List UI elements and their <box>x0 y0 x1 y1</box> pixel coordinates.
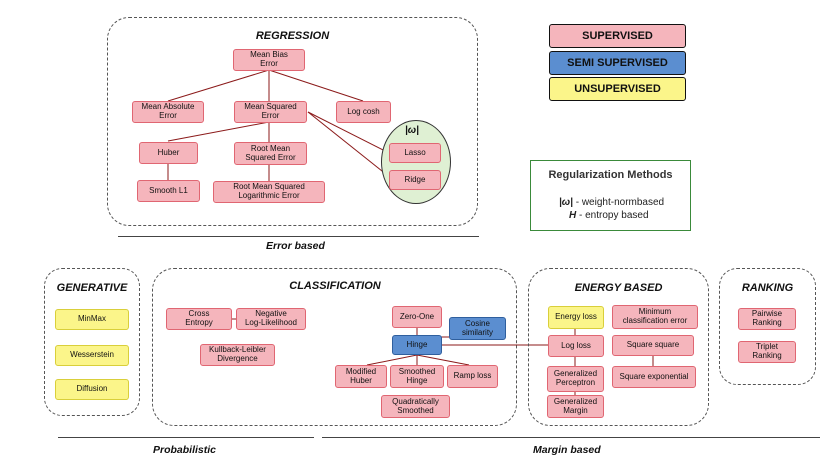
node-log-loss: Log loss <box>548 335 604 357</box>
node-pairwise-ranking: Pairwise Ranking <box>738 308 796 330</box>
node-cosine-similarity: Cosine similarity <box>449 317 506 340</box>
node-square-exponential: Square exponential <box>612 366 696 388</box>
node-ridge: Ridge <box>389 170 441 190</box>
edge-hinge-modhuber <box>366 354 418 366</box>
node-minimum-classification-error: Minimum classification error <box>612 305 698 329</box>
node-log-cosh: Log cosh <box>336 101 391 123</box>
generative-region <box>44 268 140 416</box>
weight-text: - weight-normbased <box>572 197 665 208</box>
legend-unsupervised: UNSUPERVISED <box>549 77 686 101</box>
node-triplet-ranking: Triplet Ranking <box>738 341 796 363</box>
node-diffusion: Diffusion <box>55 379 129 400</box>
entropy-text: - entropy based <box>576 210 649 221</box>
legend-semi-supervised: SEMI SUPERVISED <box>549 51 686 75</box>
node-minmax: MinMax <box>55 309 129 330</box>
edge-mse-ridge <box>307 111 393 180</box>
edge-mse-huber <box>167 121 270 142</box>
ranking-title: RANKING <box>741 282 794 294</box>
node-huber: Huber <box>139 142 198 164</box>
node-cross-entropy: Cross Entropy <box>166 308 232 330</box>
probabilistic-line <box>58 437 314 438</box>
edge-mbe-mae <box>167 69 270 102</box>
edge-mse-lasso <box>307 111 390 154</box>
regularization-methods-box: Regularization Methods |ω| - weight-norm… <box>530 160 691 231</box>
node-smoothed-hinge: Smoothed Hinge <box>390 365 444 388</box>
energy-region <box>528 268 709 426</box>
legend-supervised: SUPERVISED <box>549 24 686 48</box>
node-zero-one: Zero-One <box>392 306 442 328</box>
node-generalized-margin: Generalized Margin <box>547 395 604 418</box>
node-wesserstein: Wesserstein <box>55 345 129 366</box>
node-mean-absolute-error: Mean Absolute Error <box>132 101 204 123</box>
node-square-square: Square square <box>612 335 694 356</box>
node-smooth-l1: Smooth L1 <box>137 180 200 202</box>
regularization-weight-line: |ω| - weight-normbased <box>559 197 664 208</box>
generative-title: GENERATIVE <box>56 282 128 294</box>
node-quadratically-smoothed: Quadratically Smoothed <box>381 395 450 418</box>
regression-region <box>107 17 478 226</box>
classification-region <box>152 268 517 426</box>
regularization-title: Regularization Methods <box>548 169 673 181</box>
node-kullback-leibler-divergence: Kullback-Leibler Divergence <box>200 344 275 366</box>
node-lasso: Lasso <box>389 143 441 163</box>
regularization-entropy-line: H - entropy based <box>569 210 649 221</box>
ranking-region <box>719 268 816 385</box>
edge-mbe-logcosh <box>268 69 364 102</box>
regression-title: REGRESSION <box>255 30 330 42</box>
classification-title: CLASSIFICATION <box>289 280 381 292</box>
probabilistic-label: Probabilistic <box>153 444 217 456</box>
margin-based-label: Margin based <box>533 444 601 456</box>
node-hinge: Hinge <box>392 335 442 355</box>
margin-based-line <box>322 437 820 438</box>
node-negative-log-likelihood: Negative Log-Likelihood <box>236 308 306 330</box>
omega-label: |ω| <box>405 125 419 136</box>
node-mean-bias-error: Mean Bias Error <box>233 49 305 71</box>
node-modified-huber: Modified Huber <box>335 365 387 388</box>
node-generalized-perceptron: Generalized Perceptron <box>547 366 604 392</box>
edge-hinge-ramp <box>416 354 470 366</box>
node-energy-loss: Energy loss <box>548 306 604 329</box>
node-mean-squared-error: Mean Squared Error <box>234 101 307 123</box>
energy-title: ENERGY BASED <box>574 282 663 294</box>
error-based-label: Error based <box>266 240 325 252</box>
error-based-line <box>118 236 479 237</box>
weight-symbol: |ω| <box>559 197 573 208</box>
node-root-mean-squared-log-error: Root Mean Squared Logarithmic Error <box>213 181 325 203</box>
entropy-symbol: H <box>569 210 577 221</box>
node-ramp-loss: Ramp loss <box>447 365 498 388</box>
node-root-mean-squared-error: Root Mean Squared Error <box>234 142 307 165</box>
